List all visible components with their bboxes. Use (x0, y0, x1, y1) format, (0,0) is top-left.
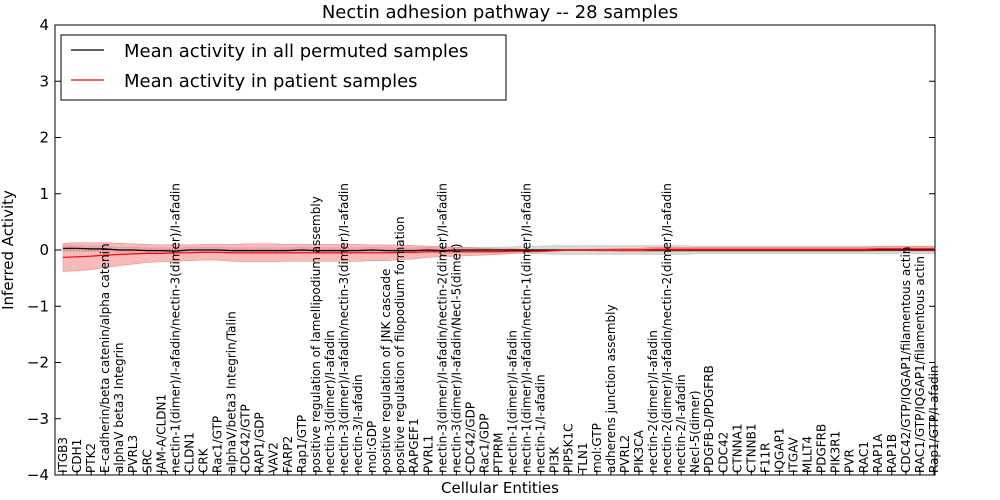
x-tick-label: IQGAP1 (773, 428, 787, 473)
x-tick-label: alphaV beta3 Integrin (112, 342, 126, 473)
x-tick-label: Rac1/GTP (211, 416, 225, 473)
x-tick-label: ITGAV (787, 436, 801, 473)
x-tick-label: PVRL2 (618, 435, 632, 473)
x-tick-label: CLDN1 (182, 432, 196, 473)
x-tick-label: PVR (843, 449, 857, 473)
x-tick-label: PIP5K1C (562, 423, 576, 473)
x-tick-label: CDC42 (716, 432, 730, 473)
x-tick-label: adherens junction assembly (604, 304, 618, 473)
legend-label-patient: Mean activity in patient samples (124, 71, 418, 92)
y-tick-label: 1 (39, 185, 49, 203)
x-tick-label: PI3K (548, 446, 562, 473)
x-tick-label: PDGFRB (815, 424, 829, 473)
x-tick-label: Rac1/GDP (478, 414, 492, 473)
x-tick-label: nectin-2/I-afadin (674, 374, 688, 473)
y-tick-label: 2 (39, 129, 49, 147)
x-tick-label: E-cadherin/beta catenin/alpha catenin (98, 243, 112, 473)
x-tick-label: PTK2 (84, 443, 98, 473)
x-tick-label: CRK (197, 447, 211, 473)
x-tick-label: VAV2 (267, 442, 281, 473)
x-tick-label: CDC42/GTP (239, 404, 253, 473)
confidence-bands (62, 242, 935, 272)
y-tick-label: 3 (39, 72, 49, 90)
x-tick-label: PDGFB-D/PDGFRB (702, 365, 716, 473)
y-tick-label: −4 (27, 466, 49, 484)
y-axis-title: Inferred Activity (0, 190, 17, 310)
x-tick-label: SRC (140, 449, 154, 473)
x-tick-label: mol:GTP (590, 423, 604, 473)
x-tick-label: RAP1B (885, 434, 899, 473)
x-tick-label: JAM-A/CLDN1 (154, 394, 168, 474)
y-tick-label: −2 (27, 354, 49, 372)
x-tick-label: nectin-2(dimer)/I-afadin (646, 330, 660, 473)
x-axis-title: Cellular Entities (441, 479, 559, 497)
y-tick-label: 4 (39, 16, 49, 34)
x-tick-label: nectin-1(dimer)/I-afadin/nectin-1(dimer)… (520, 183, 534, 473)
x-tick-label: PVRL3 (126, 435, 140, 473)
x-tick-label: PTPRM (492, 433, 506, 474)
chart-title: Nectin adhesion pathway -- 28 samples (322, 2, 678, 23)
legend: Mean activity in all permuted samples Me… (60, 34, 507, 101)
x-tick-label: PVRL1 (421, 435, 435, 473)
y-tick-label: −3 (27, 410, 49, 428)
x-tick-label: alphaV/beta3 Integrin/Talin (225, 311, 239, 473)
x-tick-label: Rap1/GTP/I-afadin (927, 365, 941, 473)
x-tick-label: Necl-5(dimer) (688, 390, 702, 473)
x-tick-label: nectin-3(dimer)/I-afadin/nectin-2(dimer)… (435, 183, 449, 473)
x-tick-label: nectin-3(dimer)/I-afadin/nectin-3(dimer)… (337, 183, 351, 473)
x-tick-label: ITGB3 (56, 437, 70, 473)
x-tick-label: nectin-3(dimer)/I-afadin/Necl-5(dimer) (449, 243, 463, 473)
x-tick-label: RAP1A (871, 433, 885, 473)
x-tick-label: CDH1 (70, 439, 84, 473)
x-tick-label: RAC1/GTP/IQGAP1/filamentous actin (913, 256, 927, 473)
x-tick-label: PIK3CA (632, 429, 646, 473)
x-tick-label: CDC42/GTP/IQGAP1/filamentous actin (899, 247, 913, 473)
legend-box (60, 34, 507, 101)
x-tick-label: nectin-2(dimer)/I-afadin/nectin-2(dimer)… (660, 183, 674, 473)
x-tick-label: nectin-1(dimer)/I-afadin/nectin-3(dimer)… (168, 183, 182, 473)
x-tick-label: nectin-3(dimer)/I-afadin (323, 330, 337, 473)
x-tick-label: RAC1 (857, 441, 871, 473)
x-tick-label: FARP2 (281, 436, 295, 473)
x-tick-label: nectin-3/I-afadin (351, 374, 365, 473)
x-tick-label: nectin-1(dimer)/I-afadin (506, 330, 520, 473)
x-tick-label: MLLT4 (801, 436, 815, 473)
x-tick-label: mol:GDP (365, 421, 379, 473)
x-tick-label: Rap1/GTP (295, 415, 309, 473)
x-tick-label: CTNNA1 (730, 423, 744, 473)
y-tick-label: −1 (27, 297, 49, 315)
x-tick-label: positive regulation of filopodium format… (393, 216, 407, 473)
x-tick-label: PIK3R1 (829, 431, 843, 473)
y-tick-label: 0 (39, 241, 49, 259)
x-tick-label: F11R (758, 442, 772, 473)
x-tick-label: CTNNB1 (744, 423, 758, 473)
y-axis: −4 −3 −2 −1 0 1 2 3 4 (27, 16, 935, 484)
legend-label-permuted: Mean activity in all permuted samples (124, 41, 468, 62)
x-tick-label: positive regulation of JNK cascade (379, 269, 393, 473)
x-tick-label: TLN1 (576, 442, 590, 474)
series-lines (55, 247, 935, 258)
x-tick-label: CDC42/GDP (463, 402, 477, 473)
x-tick-label: RAPGEF1 (407, 418, 421, 473)
x-tick-label: nectin-1/I-afadin (534, 374, 548, 473)
line-patient (62, 248, 934, 258)
x-tick-label: positive regulation of lamellipodium ass… (309, 196, 323, 473)
x-tick-label: RAP1/GDP (253, 412, 267, 473)
